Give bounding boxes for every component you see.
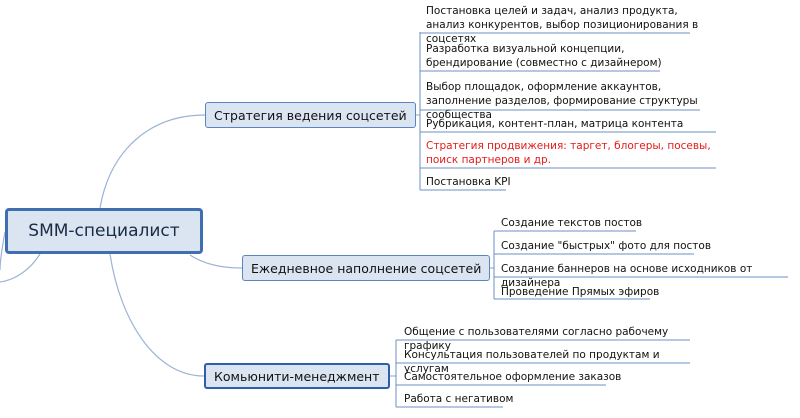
branch-strategy[interactable]: Стратегия ведения соцсетей — [205, 102, 416, 128]
branch-daily-content[interactable]: Ежедневное наполнение соцсетей — [242, 255, 491, 281]
branch-community[interactable]: Комьюнити-менеджмент — [204, 363, 390, 389]
community-item-2[interactable]: Консультация пользователей по продуктам … — [404, 348, 704, 376]
root-to-branch-2 — [189, 254, 243, 269]
item-text: Работа с негативом — [404, 393, 514, 405]
content-item-2[interactable]: Создание "быстрых" фото для постов — [501, 239, 721, 253]
strategy-item-6[interactable]: Постановка KPI — [426, 175, 626, 189]
item-text: Самостоятельное оформление заказов — [404, 371, 622, 383]
content-item-3[interactable]: Создание баннеров на основе исходников о… — [501, 262, 797, 290]
item-text: Консультация пользователей по продуктам … — [404, 349, 660, 375]
content-item-4[interactable]: Проведение Прямых эфиров — [501, 285, 701, 299]
content-item-1[interactable]: Создание текстов постов — [501, 216, 701, 230]
branch-label: Ежедневное наполнение соцсетей — [251, 260, 482, 276]
item-text: Проведение Прямых эфиров — [501, 286, 660, 298]
community-item-3[interactable]: Самостоятельное оформление заказов — [404, 370, 624, 384]
branch-label: Комьюнити-менеджмент — [214, 368, 380, 384]
strategy-item-2[interactable]: Разработка визуальной концепции, брендир… — [426, 42, 706, 70]
root-tail-left — [0, 231, 6, 271]
strategy-item-4[interactable]: Рубрикация, контент-план, матрица контен… — [426, 117, 718, 131]
item-text: Постановка KPI — [426, 176, 511, 188]
item-text: Общение с пользователями согласно рабоче… — [404, 326, 669, 352]
item-text: Разработка визуальной концепции, брендир… — [426, 43, 662, 69]
branch-label: Стратегия ведения соцсетей — [214, 107, 407, 123]
strategy-item-1[interactable]: Постановка целей и задач, анализ продукт… — [426, 4, 706, 46]
item-text: Рубрикация, контент-план, матрица контен… — [426, 118, 684, 130]
root-node[interactable]: SMM-специалист — [5, 208, 203, 254]
item-text: Создание "быстрых" фото для постов — [501, 240, 712, 252]
community-item-4[interactable]: Работа с негативом — [404, 392, 564, 406]
strategy-item-5[interactable]: Стратегия продвижения: таргет, блогеры, … — [426, 139, 726, 167]
root-to-branch-3 — [109, 253, 205, 377]
strategy-item-3[interactable]: Выбор площадок, оформление аккаунтов, за… — [426, 80, 718, 122]
item-text: Стратегия продвижения: таргет, блогеры, … — [426, 140, 711, 166]
item-text: Постановка целей и задач, анализ продукт… — [426, 5, 699, 45]
root-to-branch-1 — [99, 114, 206, 209]
item-text: Создание текстов постов — [501, 217, 643, 229]
item-text: Выбор площадок, оформление аккаунтов, за… — [426, 81, 698, 121]
root-label: SMM-специалист — [28, 221, 180, 241]
community-item-1[interactable]: Общение с пользователями согласно рабоче… — [404, 325, 704, 353]
root-tail-left-2 — [0, 253, 41, 283]
item-text: Создание баннеров на основе исходников о… — [501, 263, 753, 289]
